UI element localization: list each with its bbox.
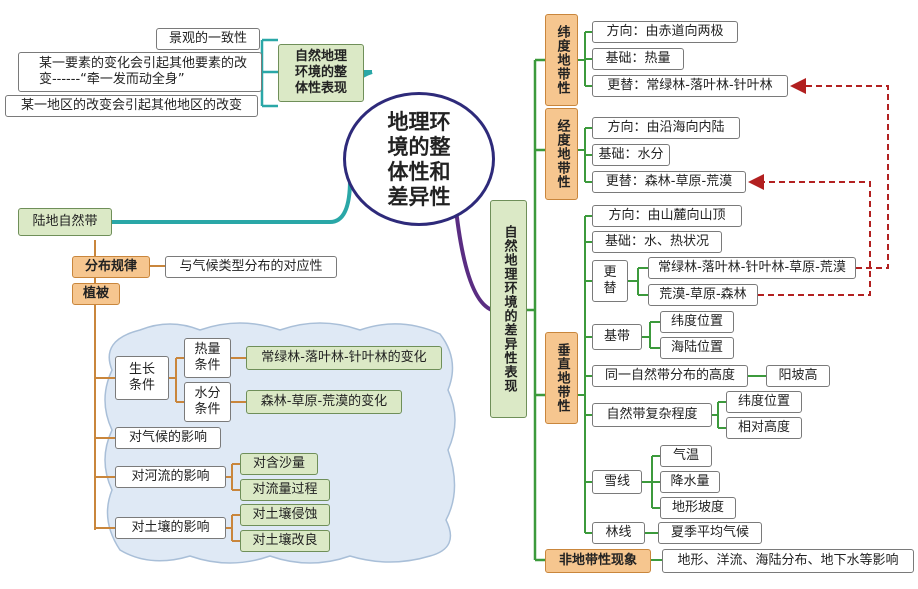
vertical-zonality: 垂直地带性 bbox=[545, 332, 578, 424]
vertical-succession-wet: 常绿林-落叶林-针叶林-草原-荒漠 bbox=[648, 257, 856, 279]
integrity-title: 自然地理 环境的整 体性表现 bbox=[278, 44, 364, 102]
azonal-phenomena: 非地带性现象 bbox=[545, 549, 651, 573]
difference-title: 自然地理环境的差异性表现 bbox=[490, 200, 527, 418]
water-conditions: 水分 条件 bbox=[184, 382, 231, 422]
snowline-precipitation: 降水量 bbox=[660, 471, 720, 493]
treeline: 林线 bbox=[592, 522, 645, 544]
base-latitude: 纬度位置 bbox=[660, 311, 734, 333]
snowline: 雪线 bbox=[592, 470, 642, 494]
distribution-rule: 分布规律 bbox=[72, 256, 150, 278]
base-land-sea: 海陆位置 bbox=[660, 337, 734, 359]
land-natural-belt: 陆地自然带 bbox=[18, 208, 112, 236]
heat-change: 常绿林-落叶林-针叶林的变化 bbox=[246, 346, 442, 370]
integrity-item-landscape: 景观的一致性 bbox=[156, 28, 260, 50]
latitudinal-succession: 更替：常绿林-落叶林-针叶林 bbox=[592, 75, 788, 97]
latitudinal-basis: 基础：热量 bbox=[592, 48, 684, 70]
distribution-value: 与气候类型分布的对应性 bbox=[165, 256, 337, 278]
flow-impact: 对流量过程 bbox=[240, 479, 330, 501]
soil-impact: 对土壤的影响 bbox=[115, 517, 226, 539]
river-impact: 对河流的影响 bbox=[115, 466, 226, 488]
integrity-item-region-change: 某一地区的改变会引起其他地区的改变 bbox=[5, 95, 258, 117]
snowline-temperature: 气温 bbox=[660, 445, 712, 467]
sediment-impact: 对含沙量 bbox=[240, 453, 318, 475]
soil-erosion: 对土壤侵蚀 bbox=[240, 504, 330, 526]
latitudinal-direction: 方向：由赤道向两极 bbox=[592, 21, 738, 43]
central-topic: 地理环 境的整 体性和 差异性 bbox=[343, 92, 495, 226]
complexity-relative-height: 相对高度 bbox=[726, 417, 802, 439]
sunny-slope-higher: 阳坡高 bbox=[766, 365, 830, 387]
vertical-direction: 方向：由山麓向山顶 bbox=[592, 205, 742, 227]
water-change: 森林-草原-荒漠的变化 bbox=[246, 390, 402, 414]
vertical-succession-dry: 荒漠-草原-森林 bbox=[648, 284, 758, 306]
belt-height: 同一自然带分布的高度 bbox=[592, 365, 748, 387]
complexity-latitude: 纬度位置 bbox=[726, 391, 802, 413]
belt-complexity: 自然带复杂程度 bbox=[592, 403, 712, 427]
vertical-basis: 基础：水、热状况 bbox=[592, 231, 722, 253]
soil-improvement: 对土壤改良 bbox=[240, 530, 330, 552]
climate-impact: 对气候的影响 bbox=[115, 427, 221, 449]
latitudinal-zonality: 纬度地带性 bbox=[545, 14, 578, 106]
integrity-item-element-change: 某一要素的变化会引起其他要素的改 变------“牵一发而动全身” bbox=[18, 52, 262, 92]
treeline-summer: 夏季平均气候 bbox=[658, 522, 762, 544]
heat-conditions: 热量 条件 bbox=[184, 338, 231, 378]
base-belt: 基带 bbox=[592, 324, 642, 350]
vertical-succession: 更 替 bbox=[592, 260, 628, 302]
vegetation: 植被 bbox=[72, 283, 120, 305]
longitudinal-basis: 基础：水分 bbox=[592, 144, 670, 166]
azonal-value: 地形、洋流、海陆分布、地下水等影响 bbox=[662, 549, 914, 573]
longitudinal-direction: 方向：由沿海向内陆 bbox=[592, 117, 740, 139]
growth-conditions: 生长 条件 bbox=[115, 356, 169, 400]
longitudinal-zonality: 经度地带性 bbox=[545, 108, 578, 200]
longitudinal-succession: 更替：森林-草原-荒漠 bbox=[592, 171, 746, 193]
snowline-slope: 地形坡度 bbox=[660, 497, 736, 519]
